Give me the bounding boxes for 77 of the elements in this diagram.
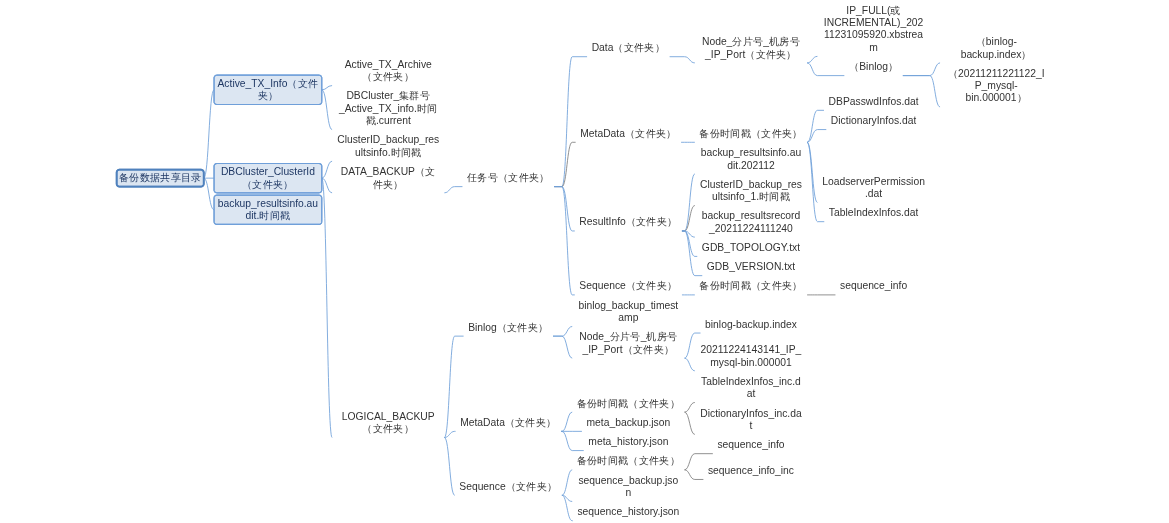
node-text: ResultInfo（文件夹） [579, 216, 678, 228]
node-text: 任务号（文件夹） [467, 171, 550, 184]
node-text: DictionaryInfos.dat [830, 114, 917, 127]
node-text: TableIndexInfos.dat [828, 207, 919, 219]
node-text: Node_分片号_机房号_IP_Port（文件夹） [701, 35, 800, 60]
node-text: ClusterID_backup_resultsinfo.时间戳 [337, 134, 440, 158]
node-text: IP_FULL(或INCREMENTAL)_20211231095920.xbstream [823, 4, 924, 54]
connector [561, 494, 574, 522]
node-text: 20211224143141_IP_mysql-bin.000001 [700, 343, 802, 368]
node-text: meta_history.json [588, 435, 669, 448]
node-text: sequence_info [840, 280, 908, 292]
connector [443, 430, 456, 438]
connector [684, 402, 696, 413]
node-text: DictionaryInfos_inc.dat [700, 407, 802, 432]
connector [553, 186, 576, 296]
node-text: （Binlog） [848, 60, 899, 73]
node-text: MetaData（文件夹） [580, 127, 677, 140]
connector [806, 294, 836, 296]
node-text: sequence_info [717, 439, 785, 451]
connector [321, 177, 333, 194]
connector [806, 141, 825, 223]
node-text: TableIndexInfos_inc.dat [701, 375, 801, 400]
node-text: ClusterID_backup_resultsinfo_1.时间戳 [699, 178, 802, 203]
node-text: LOGICAL_BACKUP（文件夹） [341, 410, 435, 435]
node-text: GDB_TOPOLOGY.txt [701, 241, 801, 254]
connector [902, 75, 941, 108]
node-text: 备份时间戳（文件夹） [699, 280, 803, 292]
connector [684, 357, 696, 372]
connector [560, 430, 585, 451]
connector [806, 129, 827, 143]
connector [443, 335, 464, 438]
connector [561, 494, 573, 502]
node-text: sequence_history.json [577, 506, 680, 518]
connector [684, 411, 696, 435]
connector [806, 109, 825, 143]
node-text: Binlog（文件夹） [468, 321, 549, 333]
node-text: DBCluster_集群号_Active_TX_info.时间戳.current [338, 90, 438, 127]
connector [684, 469, 704, 480]
node-text: sequence_info_inc [707, 464, 794, 477]
connector [681, 230, 703, 277]
node-text: backup_resultsrecord_20211224111240 [701, 210, 801, 234]
node-text: 备份时间戳（文件夹） [699, 127, 803, 140]
connector [321, 177, 333, 438]
node-text: binlog-backup.index [705, 318, 797, 330]
node-text: backup_resultsinfo.audit.202112 [700, 146, 802, 171]
connector [806, 62, 845, 77]
connector [552, 335, 573, 359]
node-text: Sequence（文件夹） [459, 480, 558, 493]
node-text: Sequence（文件夹） [579, 280, 678, 292]
node-text: GDB_VERSION.txt [706, 260, 796, 273]
connector [680, 141, 696, 143]
node-text: binlog_backup_timestamp [578, 299, 679, 324]
node-text: DATA_BACKUP（文件夹） [340, 165, 436, 190]
connector [321, 160, 333, 179]
connector [560, 411, 573, 432]
node-text: LoadserverPermission.dat [822, 175, 925, 200]
connector [684, 332, 701, 359]
connector [561, 469, 573, 496]
node-text: Node_分片号_机房号_IP_Port（文件夹） [579, 331, 678, 355]
connector [681, 294, 696, 296]
connector [443, 186, 463, 194]
node-text: （binlog-backup.index） [960, 35, 1032, 60]
node-text: meta_backup.json [586, 416, 671, 429]
connector [806, 55, 818, 64]
connector [321, 85, 333, 91]
connector [684, 453, 714, 471]
node-text: 备份时间戳（文件夹） [576, 397, 680, 409]
connector [321, 89, 333, 130]
connector [443, 437, 456, 496]
node-text: MetaData（文件夹） [460, 416, 557, 429]
connector [669, 56, 696, 64]
node-text: Active_TX_Archive（文件夹） [344, 58, 432, 83]
node-text: DBPasswdInfos.dat [828, 95, 919, 108]
node-text: （20211211221122_IP_mysql-bin.000001） [947, 67, 1045, 104]
node-text: sequence_backup.json [578, 474, 679, 499]
node-text: 备份时间戳（文件夹） [576, 455, 680, 467]
node-text: Data（文件夹） [591, 42, 666, 54]
